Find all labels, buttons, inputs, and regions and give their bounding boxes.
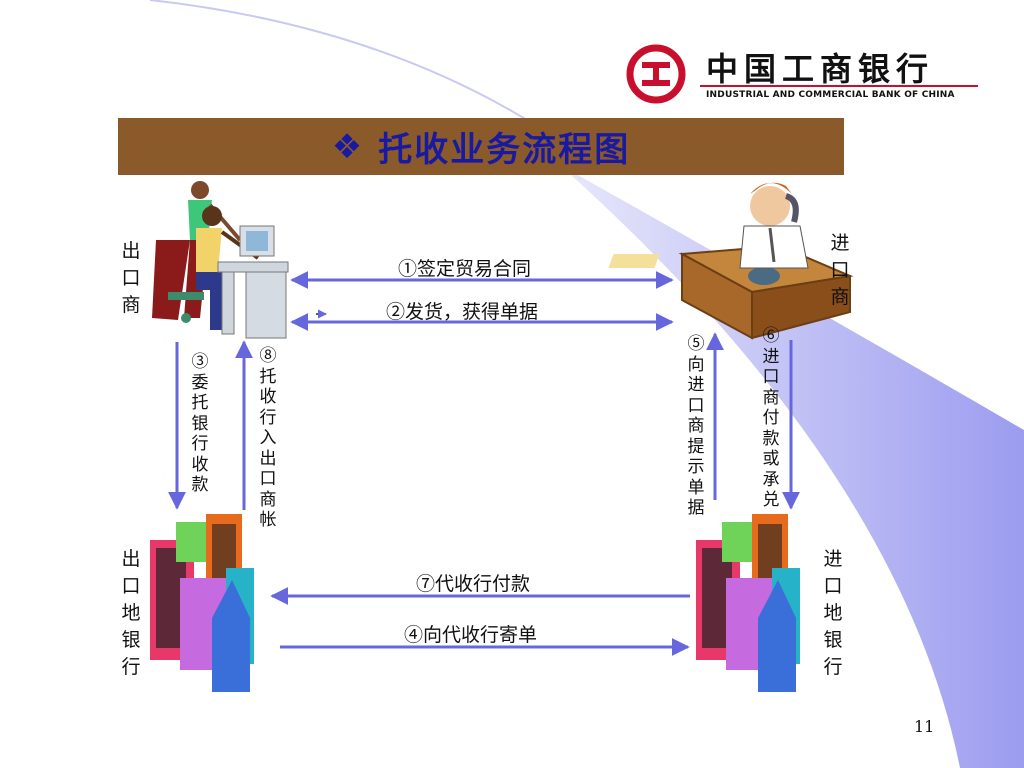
step2-label: ②发货，获得单据	[386, 301, 539, 323]
node-importer-bank: 进口地银行	[823, 548, 843, 678]
node-exporter: 出口商	[121, 240, 141, 316]
decorative-swoosh	[560, 165, 1024, 768]
step6-label: ⑥进口商付款或承兑	[762, 326, 780, 510]
step5-label: ⑤向进口商提示单据	[687, 334, 705, 518]
logo-name-en: INDUSTRIAL AND COMMERCIAL BANK OF CHINA	[706, 90, 955, 100]
step3-label: ③委托银行收款	[191, 352, 209, 495]
exporter-people-icon	[152, 181, 260, 330]
importer-phone-icon	[608, 182, 854, 340]
title-bar: ❖ 托收业务流程图	[118, 118, 844, 175]
icbc-logo-icon	[626, 44, 686, 104]
node-importer: 进口商	[830, 232, 850, 308]
node-exporter-bank: 出口地银行	[121, 548, 141, 678]
importer-bank-building-icon	[696, 514, 800, 692]
step4-label: ④向代收行寄单	[404, 624, 538, 646]
exporter-bank-building-icon	[150, 514, 254, 692]
computer-icon	[217, 225, 289, 339]
step8-label: ⑧托收行入出口商帐	[259, 346, 277, 530]
logo-name-cn: 中国工商银行	[706, 50, 935, 88]
page-title: 托收业务流程图	[378, 130, 631, 170]
title-bullet-icon: ❖	[331, 126, 365, 167]
logo-divider	[700, 85, 978, 87]
step1-label: ①签定贸易合同	[398, 258, 532, 280]
page-number: 11	[914, 717, 935, 736]
step7-label: ⑦代收行付款	[416, 573, 531, 595]
